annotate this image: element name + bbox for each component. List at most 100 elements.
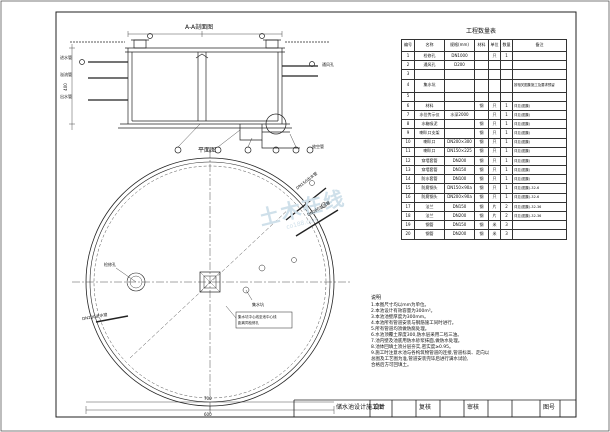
drawing-name: 储水池设计施工图 [336,404,385,411]
table-cell: 详见(图集) [512,174,567,185]
table-cell [512,229,567,240]
table-cell: 3 [500,220,513,231]
table-header-cell: 编号 [401,39,415,52]
table-cell: DN200×90a [444,192,475,203]
table-cell: 只 [488,109,501,121]
table-cell: 详见(图集)-32-36 [512,210,567,222]
table-cell: 8 [401,119,415,130]
table-cell: 只 [488,146,501,157]
table-cell: DN150 [444,201,475,213]
table-title: 工程数量表 [466,28,497,35]
notes-line: 8.池体回填土须分层夯实,密实度≥0.95。 [371,345,454,350]
plan-title: 平面图 [198,147,217,154]
table-cell: 详见(图集) [512,146,567,157]
table-cell [488,69,501,80]
table-cell: DN200×300 [444,137,475,148]
table-cell: 12 [401,155,415,167]
label-manhole: 检修孔 [104,262,116,267]
table-cell [474,78,489,93]
table-cell: 2 [401,60,415,71]
table-cell [512,91,567,102]
table-cell: 1 [500,174,513,185]
label-drain: 放空管 [312,144,324,149]
table-cell: 15 [401,183,415,194]
table-cell: 6 [401,100,415,111]
table-cell: DN1000 [444,50,475,62]
table-cell: 钢 [474,201,489,213]
table-cell: 水位传示仪 [414,109,445,121]
table-cell: 1 [500,137,513,148]
table-cell: 只 [488,165,501,176]
table-cell [444,128,475,139]
table-cell: DN150×225 [444,146,475,157]
table-cell: 详见(图集) [512,100,567,111]
design-notes: 说明 1.本图尺寸均以mm为单位。2.本池设计有效容量为300m³。3.本池池壁… [371,296,571,370]
table-cell: 7 [401,109,415,121]
notes-line: 2.本池设计有效容量为300m³。 [371,309,436,314]
table-cell [444,78,475,93]
table-cell [474,91,489,102]
table-cell: 1 [500,100,513,111]
table-cell: 钢 [474,192,489,203]
table-cell: 防水套管 [414,174,445,185]
table-cell: 钢 [474,146,489,157]
table-cell: 水深2000 [444,109,475,121]
table-cell [444,91,475,102]
table-cell [414,91,445,102]
table-cell [512,50,567,62]
table-cell: 14 [401,174,415,185]
table-cell: 只 [488,137,501,148]
table-cell: 详见(图集)-32-6 [512,192,567,203]
notes-heading: 说明 [371,295,382,301]
table-cell: 3 [500,229,513,240]
notes-line: 5.所有管道均须做防腐处理。 [371,327,430,332]
table-cell: 钢 [474,183,489,194]
table-cell [512,220,567,231]
inner-frame [55,11,577,418]
table-cell: 钢 [474,119,489,130]
table-cell: 钢 [474,128,489,139]
table-cell: 详见(图集)-32-6 [512,183,567,194]
table-cell [474,60,489,71]
table-header-cell: 单位 [488,39,501,52]
table-cell: 16 [401,192,415,203]
table-cell [512,60,567,71]
table-cell: 钢 [474,210,489,222]
table-header-cell: 规格(mm) [444,39,475,52]
table-cell: 穿墙套管 [414,165,445,176]
table-cell: 11 [401,146,415,157]
notes-line: 4.本池所有管道安装与钢筋施工同时进行。 [371,321,457,326]
section-view [69,31,330,154]
title-block-drawing-no: 图号 [543,404,556,411]
table-cell: 1 [500,165,513,176]
table-cell: 喇叭口 [414,146,445,157]
table-cell: 防腐钢头 [414,183,445,194]
table-cell [444,119,475,130]
table-cell: 详见(图集) [512,128,567,139]
table-cell: 详见(图集) [512,119,567,130]
table-cell: 检修孔 [414,50,445,62]
notes-line: 9.施工时注意水池与各构筑物管道的连接,管道标高、走向以 [371,351,490,356]
legend-box-line-2: 距离同检修孔 [238,321,259,325]
table-cell: 只 [488,155,501,167]
table-cell: 4 [401,78,415,93]
label-sump: 集水坑 [252,302,264,307]
table-cell: 1 [500,119,513,130]
table-cell: 材料 [414,100,445,111]
table-cell: 20 [401,229,415,240]
table-cell [414,69,445,80]
table-cell: 穿墙套管 [414,155,445,167]
table-cell: 2 [500,210,513,222]
table-cell: D200 [444,60,475,71]
table-cell: 防腐钢头 [414,192,445,203]
